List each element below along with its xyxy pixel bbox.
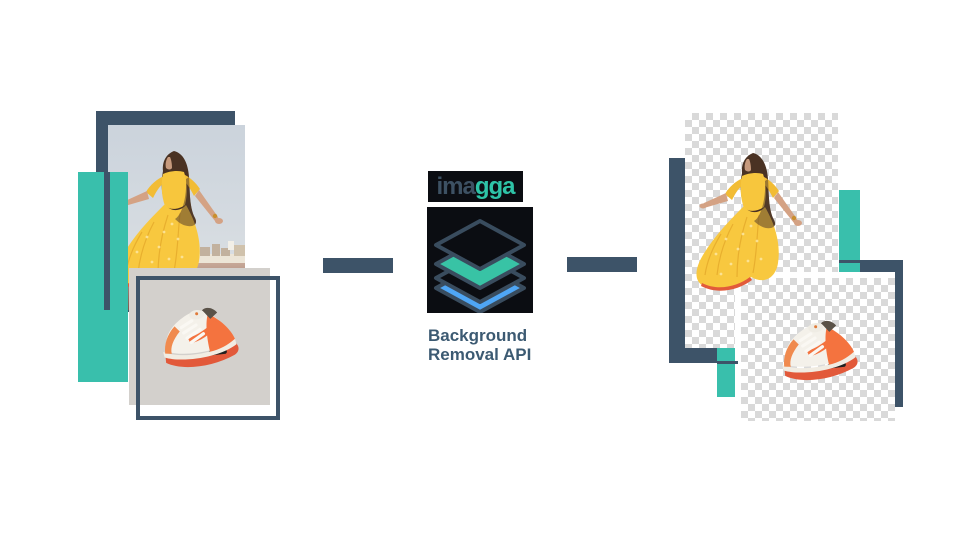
left-teal-accent-rect [78, 172, 128, 382]
caption-line2: Removal API [428, 345, 532, 364]
stacked-layers-icon [427, 207, 533, 313]
product-caption: Background Removal API [428, 326, 548, 364]
right-teal-accent-rect-bottom [717, 348, 738, 397]
caption-line1: Background [428, 326, 528, 345]
shoe-cutout-checkerboard-square [741, 278, 895, 421]
woman-figure-cutout [695, 152, 803, 292]
right-slate-sliver-top [839, 260, 860, 263]
layer-top-outline [434, 219, 526, 271]
connector-dash-left [323, 258, 393, 273]
left-slate-frame-outline [136, 276, 280, 420]
logo-text-gga: gga [474, 173, 516, 200]
connector-dash-right [567, 257, 637, 272]
right-slate-sliver-bottom [717, 361, 738, 364]
left-slate-edge-sliver [104, 172, 110, 310]
shoe-photo-original [129, 268, 270, 405]
logo-text-ima: ima [436, 173, 475, 200]
woman-cutout [695, 152, 803, 292]
city-skyline [200, 241, 245, 256]
right-teal-accent-rect-top [839, 190, 860, 277]
